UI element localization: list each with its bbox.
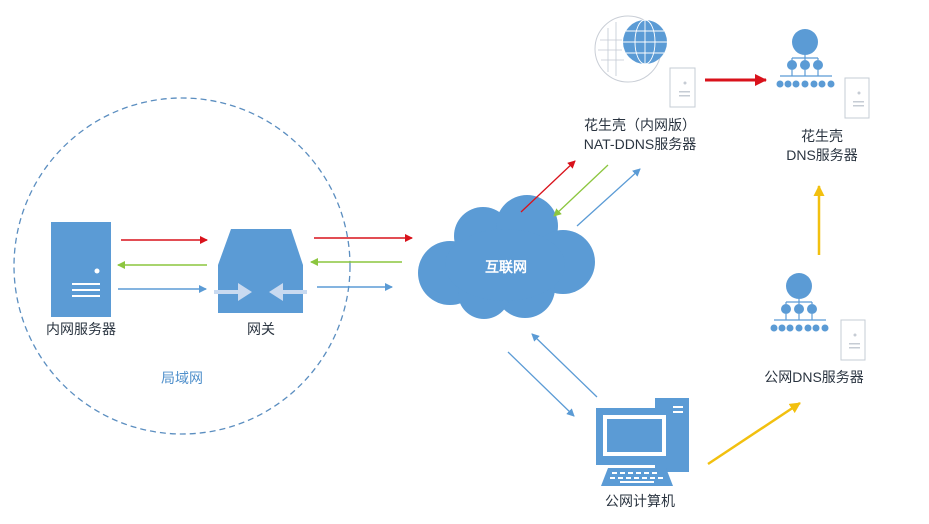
nat-server-box bbox=[669, 67, 696, 108]
public-dns-server-box bbox=[840, 319, 866, 361]
arrow-red-internet-nat bbox=[520, 160, 576, 213]
gateway-icon bbox=[214, 229, 307, 313]
lan-label: 局域网 bbox=[161, 370, 203, 386]
dns-tree-icon bbox=[776, 29, 835, 88]
hsk-nat-label-line1: 花生壳（内网版） bbox=[584, 117, 696, 133]
arrow-blue-internet-pc bbox=[507, 351, 575, 417]
globe-icon bbox=[594, 15, 667, 83]
cloud-icon bbox=[418, 195, 595, 319]
computer-icon bbox=[596, 398, 689, 486]
arrow-blue-internet-nat bbox=[576, 168, 641, 227]
public-pc-label: 公网计算机 bbox=[605, 493, 675, 509]
public-dns-tree-icon bbox=[770, 273, 829, 332]
arrow-blue-pc-internet bbox=[531, 333, 598, 398]
server-icon bbox=[51, 222, 111, 317]
hsk-dns-label-line2: DNS服务器 bbox=[786, 147, 858, 163]
lan-boundary bbox=[13, 97, 351, 435]
arrow-yellow-pc-publicdns bbox=[707, 401, 801, 466]
hsk-dns-label-line1: 花生壳 bbox=[801, 128, 843, 144]
hsk-nat-label-line2: NAT-DDNS服务器 bbox=[583, 136, 697, 152]
dns-server-box bbox=[844, 77, 870, 119]
internet-label: 互联网 bbox=[485, 259, 527, 275]
public-dns-label: 公网DNS服务器 bbox=[764, 369, 864, 385]
arrow-green-nat-internet bbox=[553, 164, 609, 217]
gateway-label: 网关 bbox=[247, 321, 275, 337]
lan-server-label: 内网服务器 bbox=[46, 321, 116, 337]
